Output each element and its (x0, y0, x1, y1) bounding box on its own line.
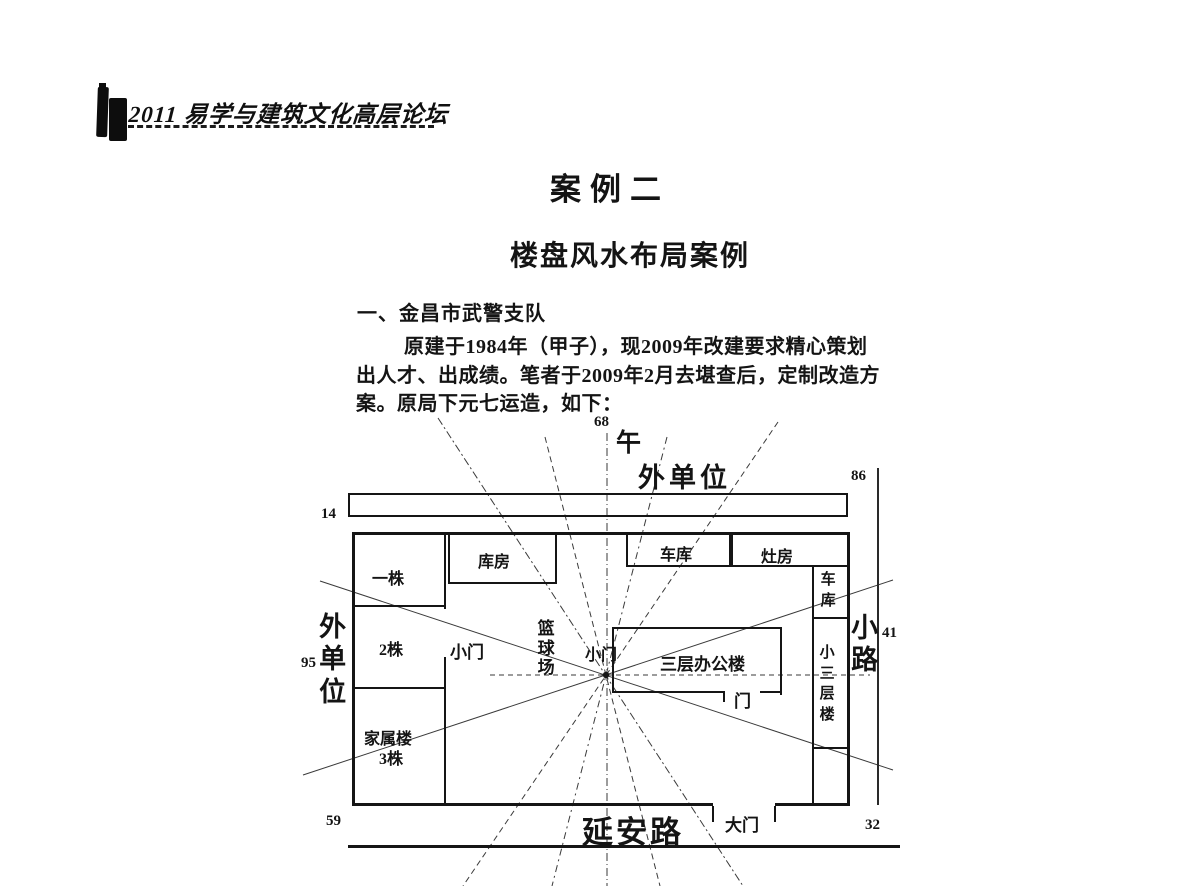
office-wall (612, 627, 614, 693)
forum-logo-icon (96, 86, 109, 138)
block2-label: 2株 (379, 642, 404, 659)
road-label: 延安路 (582, 815, 684, 850)
main-gate-post (712, 806, 714, 822)
paragraph-line: 出人才、出成绩。笔者于2009年2月去堪查后，定制改造方 (356, 365, 880, 387)
direction-wu: 午 (616, 430, 642, 457)
inner-wall (444, 532, 446, 609)
office-door-label: 门 (734, 692, 751, 711)
forum-header-title: 2011 易学与建筑文化高层论坛 (127, 102, 450, 127)
basketball-court-label: 篮球场 (537, 619, 555, 678)
main-gate-label: 大门 (725, 816, 759, 835)
compass-center-dot (602, 671, 610, 679)
kitchen-label: 灶房 (761, 549, 794, 566)
degree-top: 68 (594, 414, 609, 430)
compound-wall-top (352, 532, 850, 535)
degree-bottom-right: 32 (865, 817, 880, 833)
inner-wall (812, 617, 850, 619)
page-subtitle: 楼盘风水布局案例 (509, 241, 750, 272)
degree-bottom-left: 59 (326, 813, 341, 829)
family-block-label: 家属楼 (364, 731, 413, 748)
compound-wall-right (847, 532, 850, 806)
office-wall (780, 627, 782, 695)
degree-left-mid: 95 (301, 655, 316, 671)
inner-wall (352, 605, 446, 607)
office-wall (760, 691, 782, 693)
site-plan-diagram: 68 午 86 14 95 41 59 32 外单位 外单位 小路 延安路 大门… (300, 410, 910, 886)
outer-unit-left-label: 外单位 (319, 612, 347, 707)
degree-left-top: 14 (321, 506, 336, 522)
forum-logo-icon (99, 83, 106, 90)
inner-wall (352, 687, 446, 689)
office-door-post (723, 693, 725, 702)
kitchen-building (731, 532, 850, 567)
storehouse-building (448, 532, 557, 584)
inner-wall (812, 567, 814, 806)
inner-wall (812, 747, 850, 749)
office-wall (612, 691, 725, 693)
degree-top-right: 86 (851, 468, 866, 484)
side-road-line (877, 468, 879, 805)
garage-top-label: 车库 (660, 547, 693, 564)
office-wall (612, 627, 782, 629)
outer-unit-top-label: 外单位 (638, 463, 731, 493)
main-gate-post (774, 806, 776, 822)
compass-rays (302, 417, 894, 886)
forum-logo-icon (109, 98, 127, 141)
office-label: 三层办公楼 (660, 655, 745, 674)
block1-label: 一株 (372, 571, 405, 588)
road-line (348, 845, 900, 848)
small-three-storey-label: 小三层楼 (819, 645, 835, 724)
outer-unit-strip-building (348, 493, 848, 517)
degree-right-mid: 41 (882, 625, 897, 641)
paragraph-line: 原建于1984年（甲子），现2009年改建要求精心策划 (404, 336, 868, 358)
garage-top-building (626, 532, 731, 567)
storehouse-label: 库房 (478, 554, 511, 571)
side-road-label: 小路 (851, 613, 879, 676)
family-block-label2: 3株 (379, 751, 404, 768)
small-gate-left-label: 小门 (450, 643, 484, 662)
paragraph-line: 案。原局下元七运造，如下： (356, 393, 623, 415)
small-gate-center-label: 小门 (585, 647, 618, 664)
compound-wall-left (352, 532, 355, 806)
header-divider (128, 125, 434, 128)
garage-right-label: 车库 (820, 572, 836, 609)
section-heading: 一、金昌市武警支队 (357, 303, 546, 325)
compound-wall-bottom (352, 803, 713, 806)
page-title: 案例二 (550, 172, 670, 207)
inner-wall (444, 657, 446, 806)
